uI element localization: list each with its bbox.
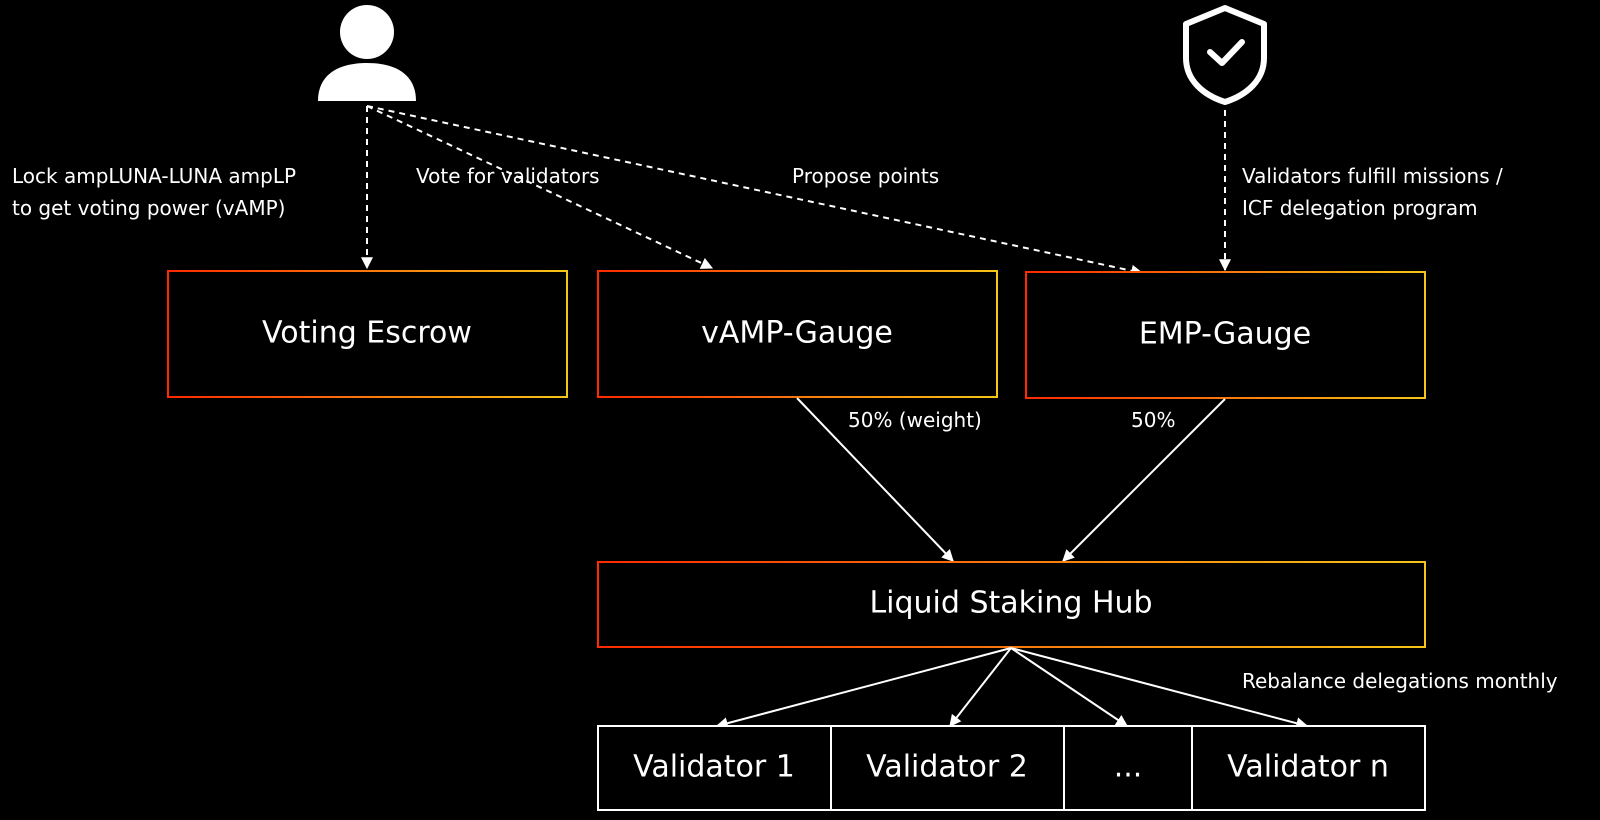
vamp-to-hub-arrow xyxy=(796,397,954,562)
missions-label-line1: Validators fulfill missions / xyxy=(1242,164,1503,188)
voting-escrow-label: Voting Escrow xyxy=(262,316,472,351)
lock-label-line1: Lock ampLUNA-LUNA ampLP xyxy=(12,164,296,188)
voting-escrow-box xyxy=(167,270,568,398)
liquid-staking-hub-label: Liquid Staking Hub xyxy=(869,586,1152,621)
hub-to-validator-n-arrow xyxy=(1010,647,1309,730)
emp-to-hub-arrow xyxy=(1062,398,1226,562)
propose-arrow xyxy=(366,105,1144,277)
vamp-gauge-label: vAMP-Gauge xyxy=(701,316,893,351)
vote-arrow xyxy=(366,105,714,269)
hub-to-validator-1-arrow xyxy=(715,647,1012,730)
validator-n-label: Validator n xyxy=(1227,750,1389,785)
validator-ellipsis-label: ... xyxy=(1114,750,1143,785)
validator-row xyxy=(597,725,1426,811)
hub-to-validator-2-arrow xyxy=(949,647,1012,727)
emp-gauge-label: EMP-Gauge xyxy=(1139,317,1311,352)
vote-label: Vote for validators xyxy=(416,164,600,188)
liquid-staking-hub-box xyxy=(597,561,1426,648)
vamp-weight-label: 50% (weight) xyxy=(848,408,982,432)
rebalance-label: Rebalance delegations monthly xyxy=(1242,669,1558,693)
emp-gauge-box xyxy=(1025,271,1426,399)
emp-weight-label: 50% xyxy=(1131,408,1175,432)
propose-label: Propose points xyxy=(792,164,939,188)
shield-check-icon xyxy=(1183,5,1267,105)
user-icon xyxy=(318,5,416,101)
lock-label-line2: to get voting power (vAMP) xyxy=(12,196,285,220)
missions-label-line2: ICF delegation program xyxy=(1242,196,1478,220)
vamp-gauge-box xyxy=(597,270,998,398)
hub-to-validator-ellipsis-arrow xyxy=(1010,647,1128,727)
validator-2-label: Validator 2 xyxy=(866,750,1028,785)
validator-1-label: Validator 1 xyxy=(633,750,795,785)
